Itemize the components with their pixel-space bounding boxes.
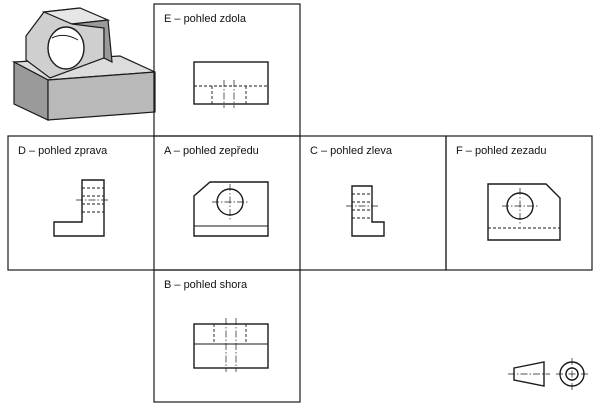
first-angle-projection-icon: [508, 358, 588, 390]
view-f-drawing: [487, 183, 561, 241]
view-e-label: E – pohled zdola: [164, 13, 247, 25]
view-e-drawing: [193, 61, 269, 108]
view-d-label: D – pohled zprava: [18, 145, 108, 157]
isometric-part-drawing: [11, 7, 156, 121]
view-a-label: A – pohled zepředu: [164, 145, 259, 157]
view-b-label: B – pohled shora: [164, 279, 248, 291]
view-f-frame: [445, 135, 593, 271]
view-f-label: F – pohled zezadu: [456, 145, 547, 157]
view-c-label: C – pohled zleva: [310, 145, 393, 157]
view-b-frame: [153, 269, 301, 403]
view-c-drawing: [346, 185, 385, 237]
view-a-drawing: [193, 181, 269, 237]
view-b-drawing: [193, 318, 269, 372]
view-d-drawing: [53, 179, 110, 237]
